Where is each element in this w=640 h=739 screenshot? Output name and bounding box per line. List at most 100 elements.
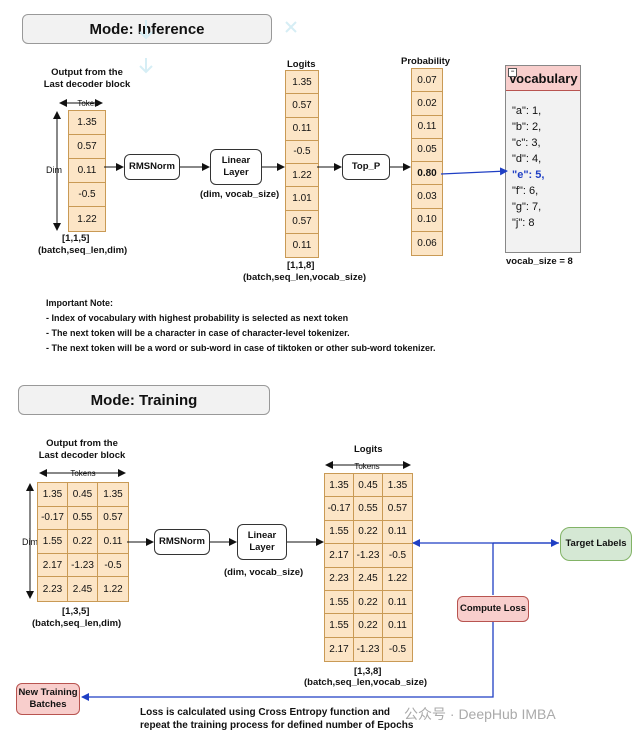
logit-cell: 0.11 (286, 117, 318, 141)
logit-cell: 1.35 (383, 474, 412, 498)
arrow-prob-vocab (440, 167, 508, 176)
logit-cell: 0.22 (354, 520, 383, 545)
logit-cell: 2.45 (354, 567, 383, 591)
probability-cell: 0.07 (412, 69, 442, 93)
logit-cell: 0.22 (354, 590, 383, 615)
logit-cell: 1.55 (325, 520, 354, 545)
logit-cell: -0.5 (286, 140, 318, 164)
important-note: Important Note: - Index of vocabulary wi… (46, 296, 436, 356)
training-mode-title: Mode: Training (18, 385, 270, 415)
new-training-batches-box: New Training Batches (16, 683, 80, 715)
top-p-box: Top_P (342, 154, 390, 180)
vocab-entry: "a": 1, (512, 105, 542, 117)
faint-decoration (139, 20, 297, 74)
vocab-entry: "f": 6, (512, 185, 539, 197)
input-cell: 0.57 (98, 506, 128, 531)
logit-cell: -0.5 (383, 637, 412, 661)
probability-cell: 0.03 (412, 185, 442, 209)
logit-cell: 1.55 (325, 614, 354, 638)
target-labels-box: Target Labels (560, 527, 632, 561)
vocab-entry: "j": 8 (512, 217, 535, 229)
inference-output-label: Output from the Last decoder block (43, 67, 131, 90)
input-cell: 0.11 (69, 159, 105, 183)
logit-cell: 0.57 (286, 94, 318, 118)
minus-icon: − (508, 68, 517, 77)
watermark: 公众号 · DeepHub IMBA (404, 706, 556, 722)
logit-cell: 0.45 (354, 474, 383, 498)
inference-linear-layer-box: Linear Layer (210, 149, 262, 185)
logit-cell: 1.35 (286, 71, 318, 95)
training-input-shape-desc: (batch,seq_len,dim) (32, 618, 122, 629)
logit-cell: 1.01 (286, 187, 318, 211)
input-cell: -0.17 (38, 506, 68, 531)
logit-cell: 0.11 (383, 590, 412, 615)
input-cell: 1.35 (98, 483, 128, 507)
logit-cell: 0.11 (286, 233, 318, 257)
probability-cell: 0.02 (412, 92, 442, 116)
input-cell: 1.22 (98, 577, 128, 601)
probability-label: Probability (401, 56, 451, 67)
training-linear-desc: (dim, vocab_size) (224, 567, 304, 578)
input-cell: 1.55 (38, 530, 68, 554)
probability-cell: 0.06 (412, 231, 442, 255)
probability-cell: 0.10 (412, 208, 442, 232)
inference-input-shape: [1,1,5] (62, 233, 90, 244)
logit-cell: 1.35 (325, 474, 354, 498)
vocabulary-title: Vocabulary− (506, 66, 580, 91)
vocab-entry: "e": 5, (512, 169, 545, 181)
logit-cell: 2.17 (325, 637, 354, 661)
note-line: - Index of vocabulary with highest proba… (46, 313, 349, 323)
probability-cell: 0.80 (412, 162, 442, 186)
logit-cell: -1.23 (354, 544, 383, 568)
training-input-shape: [1,3,5] (62, 606, 90, 617)
logit-cell: 0.11 (383, 520, 412, 545)
logit-cell: 1.55 (325, 590, 354, 615)
training-logits-shape: [1,3,8] (354, 666, 382, 677)
logit-cell: -1.23 (354, 637, 383, 661)
loss-note: Loss is calculated using Cross Entropy f… (140, 707, 414, 731)
input-cell: 1.22 (69, 207, 105, 231)
loss-to-new-batches-arrow (81, 622, 494, 701)
logit-cell: -0.5 (383, 544, 412, 568)
input-cell: 2.23 (38, 577, 68, 601)
logit-cell: 1.22 (383, 567, 412, 591)
training-output-label: Output from the Last decoder block (38, 438, 126, 461)
note-title: Important Note: (46, 298, 113, 308)
training-rmsnorm-box: RMSNorm (154, 529, 210, 555)
vocabulary-items: "a": 1, "b": 2, "c": 3, "d": 4, "e": 5, "f": … (506, 91, 580, 231)
vocab-entry: "g": 7, (512, 201, 542, 213)
input-cell: 1.35 (69, 111, 105, 135)
input-cell: 1.35 (38, 483, 68, 507)
logit-cell: 0.57 (286, 210, 318, 234)
logit-cell: 0.22 (354, 614, 383, 638)
logit-cell: 2.17 (325, 544, 354, 568)
inference-logits-label: Logits (287, 59, 316, 70)
compute-loss-box: Compute Loss (457, 596, 529, 622)
inference-rmsnorm-box: RMSNorm (124, 154, 180, 180)
training-linear-layer-box: Linear Layer (237, 524, 287, 560)
input-cell: 2.17 (38, 553, 68, 578)
input-cell: 2.45 (68, 577, 98, 601)
input-cell: 0.55 (68, 506, 98, 531)
vocab-entry: "c": 3, (512, 137, 541, 149)
inference-logits-shape: [1,1,8] (287, 260, 315, 271)
input-cell: 0.57 (69, 135, 105, 159)
probability-cell: 0.11 (412, 115, 442, 139)
vocab-size-label: vocab_size = 8 (506, 256, 573, 267)
training-logits-shape-desc: (batch,seq_len,vocab_size) (304, 677, 428, 688)
input-cell: -0.5 (98, 553, 128, 578)
input-cell: 0.11 (98, 530, 128, 554)
vocab-entry: "d": 4, (512, 153, 542, 165)
logit-cell: 0.57 (383, 497, 412, 521)
inference-logits-shape-desc: (batch,seq_len,vocab_size) (243, 272, 367, 283)
vocab-entry: "b": 2, (512, 121, 542, 133)
input-cell: 0.45 (68, 483, 98, 507)
logit-cell: 2.23 (325, 567, 354, 591)
vocabulary-panel: Vocabulary− "a": 1, "b": 2, "c": 3, "d": 4,… (505, 65, 581, 253)
